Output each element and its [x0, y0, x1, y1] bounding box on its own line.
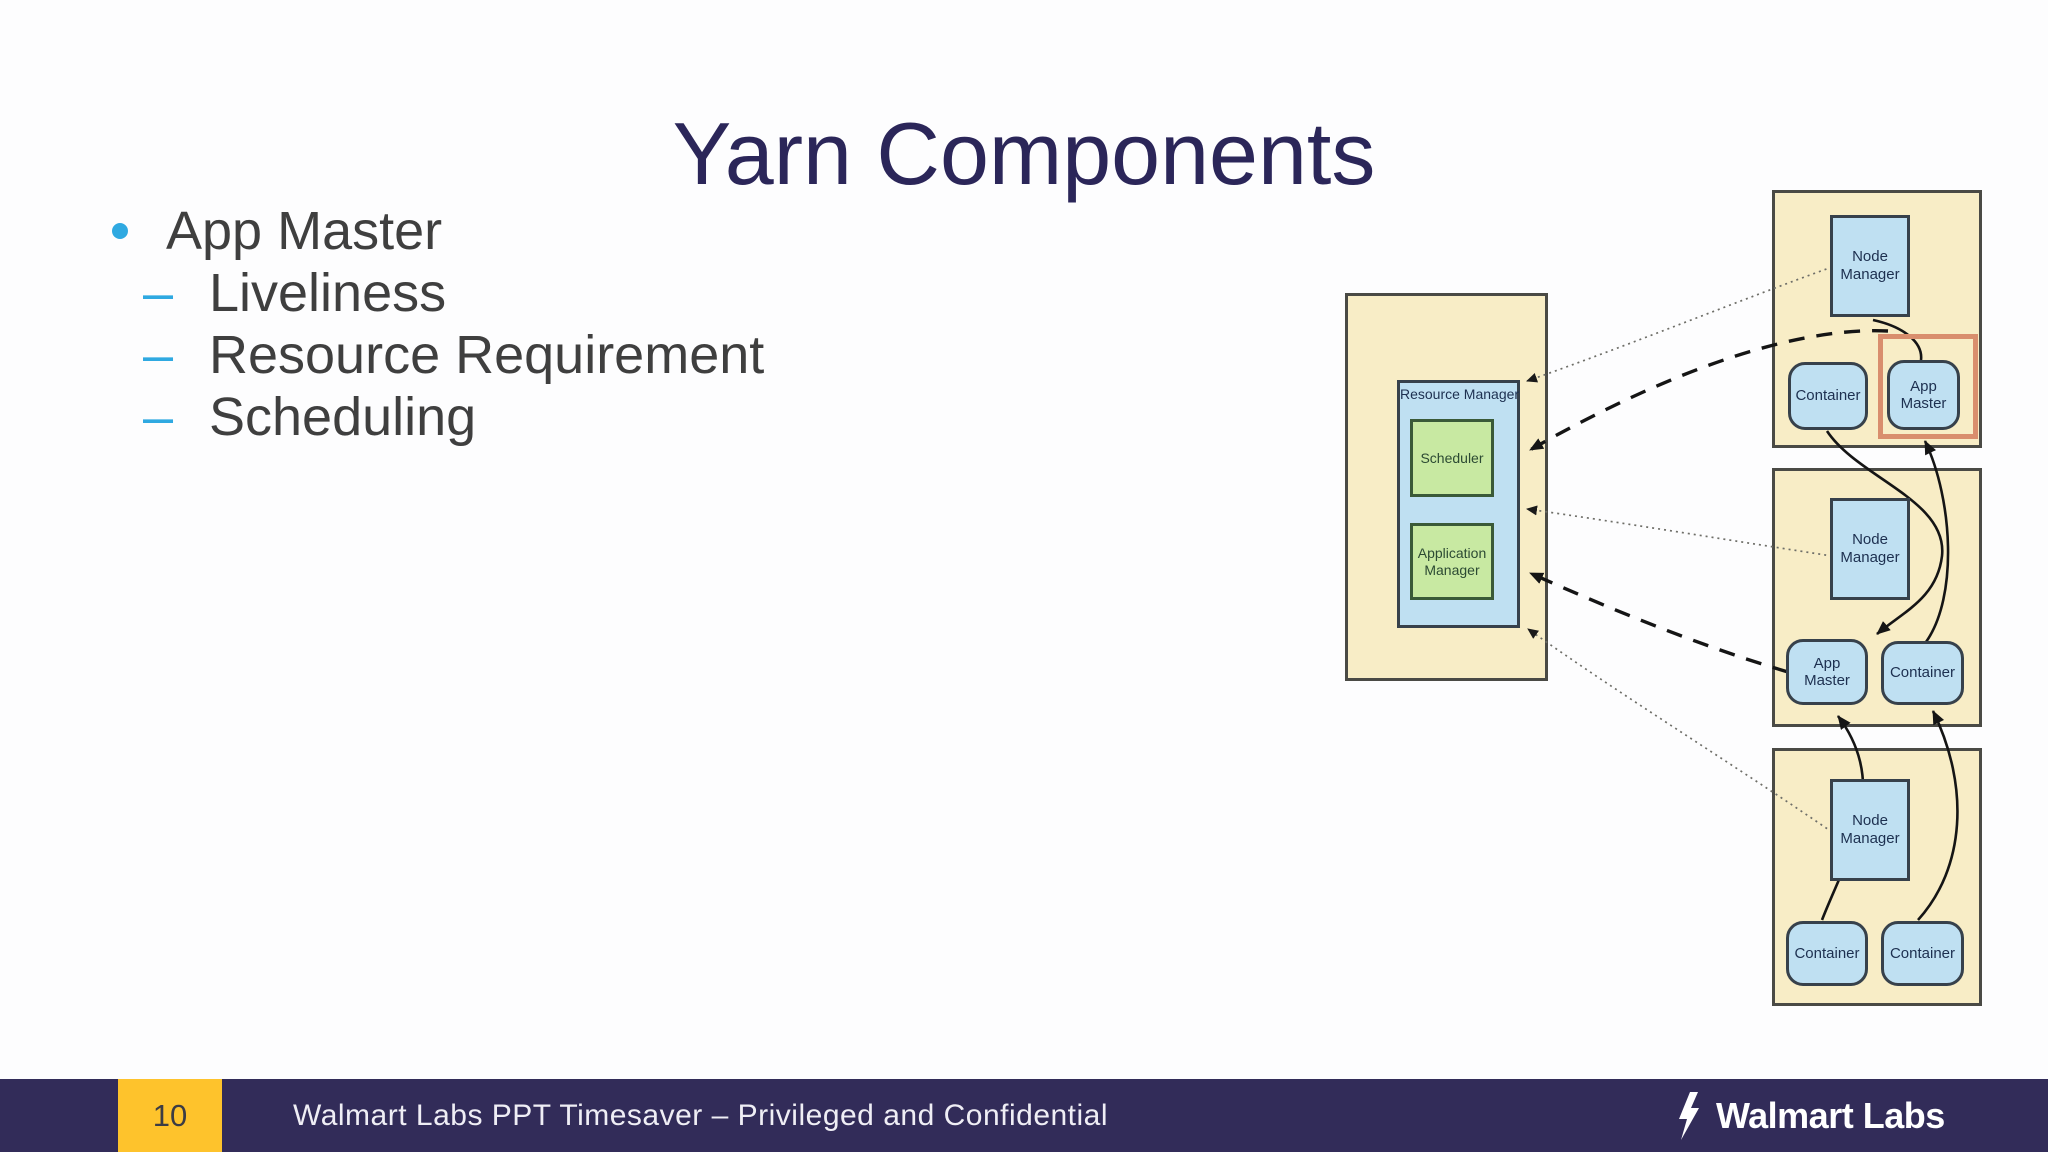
bullet-list: App Master – Liveliness – Resource Requi…	[112, 200, 764, 448]
bullet-main-label: App Master	[166, 201, 443, 261]
resource-request-arrow-2	[1529, 571, 1789, 674]
lightning-bolt-icon	[1679, 1091, 1699, 1140]
sub-bullet-label: Scheduling	[209, 387, 477, 447]
page-title: Yarn Components	[672, 103, 1376, 203]
dash-bullet-icon: –	[143, 263, 174, 323]
container-box-4: Container	[1881, 921, 1964, 986]
resource-manager-inner-box: Resource Manager Scheduler Application M…	[1397, 380, 1520, 628]
scheduler-box: Scheduler	[1410, 419, 1494, 497]
sub-bullet-label: Liveliness	[209, 263, 447, 323]
sub-bullet-item: – Scheduling	[143, 386, 764, 448]
footer-confidential-text: Walmart Labs PPT Timesaver – Privileged …	[293, 1098, 1109, 1132]
sub-bullet-item: – Resource Requirement	[143, 324, 764, 386]
node-manager-box-2: Node Manager	[1830, 498, 1910, 600]
footer-bar: 10 Walmart Labs PPT Timesaver – Privileg…	[0, 1079, 2048, 1152]
sub-bullet-label: Resource Requirement	[209, 325, 765, 385]
dash-bullet-icon: –	[143, 387, 174, 447]
app-master-box-1: App Master	[1887, 360, 1960, 430]
resource-manager-label: Resource Manager	[1400, 386, 1520, 402]
bullet-dot-icon	[112, 223, 128, 239]
walmart-labs-logo: Walmart Labs	[1676, 1079, 1945, 1152]
page-number-badge: 10	[118, 1079, 222, 1152]
container-box-3: Container	[1786, 921, 1868, 986]
container-box-2: Container	[1881, 641, 1964, 705]
app-master-box-2: App Master	[1786, 639, 1868, 705]
logo-text: Walmart Labs	[1716, 1094, 1945, 1136]
sub-bullet-item: – Liveliness	[143, 262, 764, 324]
container-box-1: Container	[1788, 362, 1868, 430]
application-manager-box: Application Manager	[1410, 523, 1494, 600]
node-manager-box-1: Node Manager	[1830, 215, 1910, 317]
bullet-item-main: App Master	[112, 200, 764, 262]
node-manager-box-3: Node Manager	[1830, 779, 1910, 881]
dash-bullet-icon: –	[143, 325, 174, 385]
